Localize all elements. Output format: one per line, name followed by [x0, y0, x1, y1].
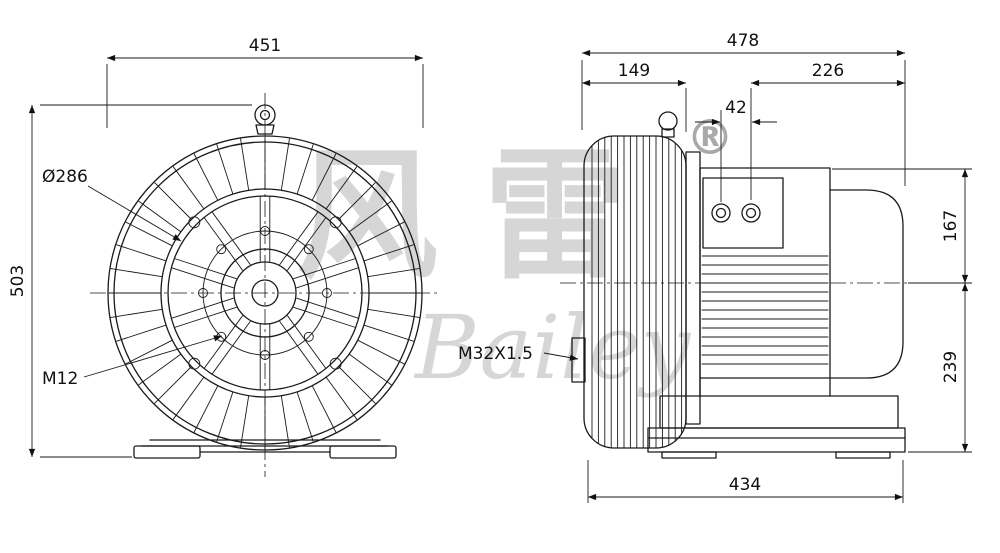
watermark-latin: Bailey: [415, 296, 691, 399]
dim-front-diameter: Ø286: [42, 167, 88, 187]
motor-end-cap: [829, 189, 904, 379]
dim-axis-to-base: 239: [941, 351, 961, 383]
dim-front-bolt-thread: M12: [42, 369, 78, 389]
dim-front-height: 503: [8, 265, 28, 297]
registered-trademark-icon: ®: [686, 110, 734, 166]
dim-axis-to-top: 167: [941, 210, 961, 242]
front-centerlines: [90, 93, 440, 477]
terminal-box: [702, 177, 784, 249]
motor-fins: [701, 255, 829, 365]
cooling-fins: [108, 136, 422, 450]
dimension-labels: 451 503 Ø286 M12 478 149 226 42 167 239 …: [8, 31, 961, 495]
housing-fins: [591, 136, 683, 448]
cable-glands: [711, 203, 761, 223]
dim-side-housing-width: 149: [618, 61, 650, 81]
label-inlet-thread: M32X1.5: [458, 344, 533, 364]
blower-housing: [583, 135, 687, 449]
dimension-lines: [28, 49, 972, 503]
base-plate: [647, 427, 906, 453]
dim-side-motor-width: 226: [812, 61, 844, 81]
impeller-spokes: [170, 195, 360, 391]
side-lifting-eye: [658, 111, 678, 138]
flange: [685, 151, 701, 425]
dim-gland-spacing: 42: [725, 98, 747, 118]
dim-front-width: 451: [249, 36, 281, 56]
inlet-port: [571, 337, 586, 383]
motor-body: [699, 167, 831, 379]
side-view: [571, 111, 906, 459]
dim-side-total-width: 478: [727, 31, 759, 51]
dim-base-width: 434: [729, 475, 761, 495]
